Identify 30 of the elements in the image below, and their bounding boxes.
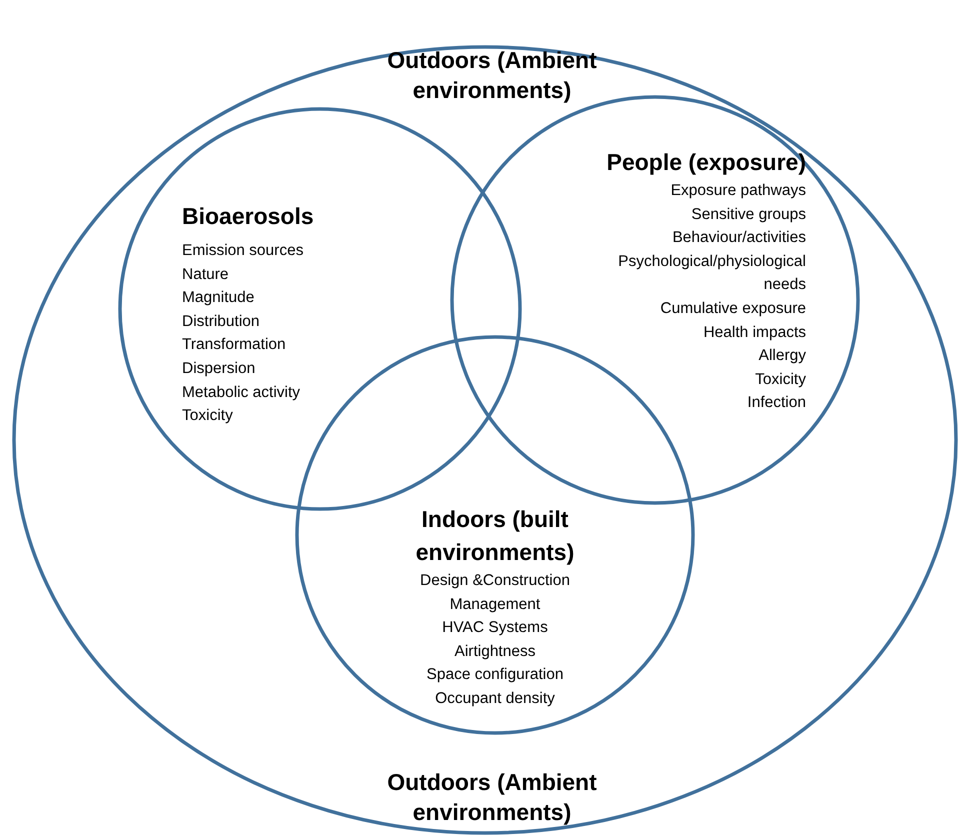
list-item: Psychological/physiological needs [617,252,806,296]
section-heading: Indoors (built environments) [414,505,576,567]
list-item: Airtightness [454,642,536,662]
list-item: Magnitude [182,288,256,308]
list-item: Toxicity [182,406,234,426]
list-item: Design &Construction [419,571,571,591]
list-item: Space configuration [425,665,564,686]
outer-ellipse [12,45,958,835]
list-item: Nature [182,264,230,285]
section-heading: Outdoors (Ambient environments) [386,768,598,827]
list-item: Emission sources [182,241,304,261]
venn-circle [118,107,522,511]
list-item: Allergy [758,346,806,366]
list-item: Occupant density [434,688,556,709]
list-item: Transformation [182,335,287,356]
section-heading: Outdoors (Ambient environments) [386,46,598,105]
list-item: Infection [746,393,806,414]
list-item: Management [448,594,542,615]
list-item: Toxicity [754,370,806,390]
list-item: Sensitive groups [690,204,806,225]
list-item: Cumulative exposure [659,298,806,319]
list-item: Dispersion [182,358,256,379]
list-item: Distribution [182,312,261,332]
list-item: Health impacts [702,322,806,343]
list-item: Exposure pathways [670,181,806,201]
list-item: HVAC Systems [441,618,549,638]
list-item: Behaviour/activities [671,228,806,248]
section-heading: Bioaerosols [182,202,315,231]
list-item: Metabolic activity [182,382,302,403]
section-heading: People (exposure) [606,148,806,177]
